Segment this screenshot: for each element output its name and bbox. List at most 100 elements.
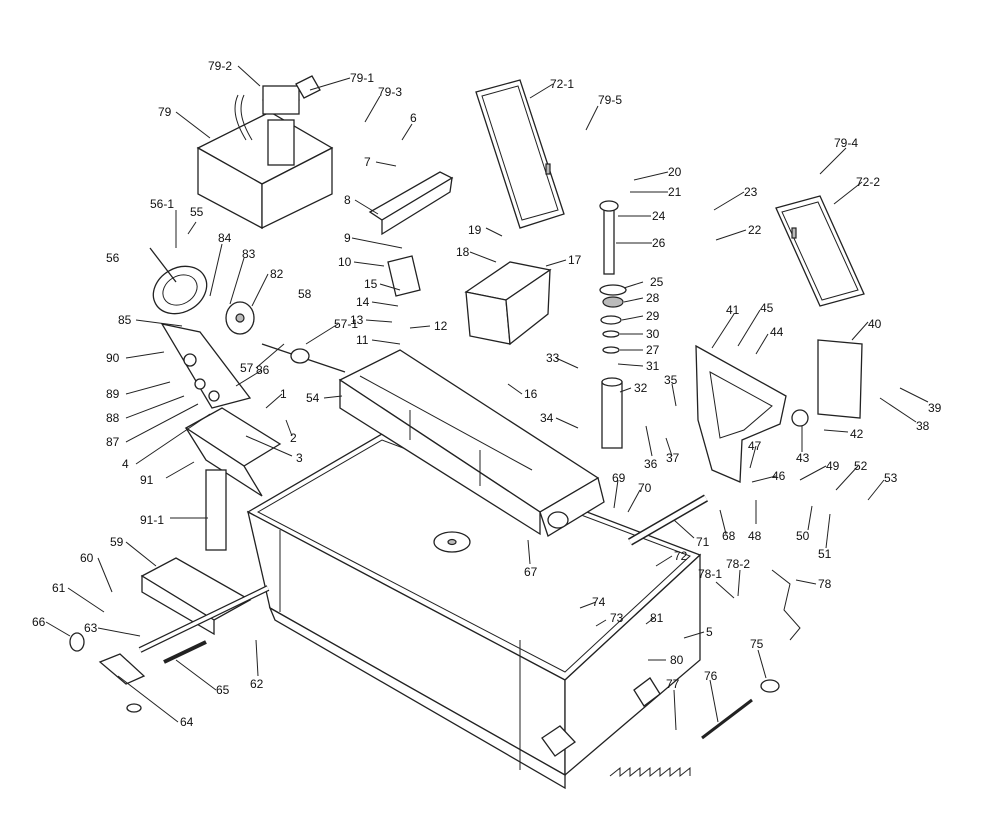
callout-labels: 79-2 79-1 79-3 79 6 7 8 72-1 79-5 20 21 … (32, 59, 942, 729)
callout-79-5: 79-5 (598, 93, 622, 107)
shaft-71 (627, 494, 709, 546)
callout-79-4: 79-4 (834, 136, 858, 150)
callout-68: 68 (722, 529, 736, 543)
callout-42: 42 (850, 427, 864, 441)
callout-65: 65 (216, 683, 230, 697)
callout-12: 12 (434, 319, 448, 333)
callout-8: 8 (344, 193, 351, 207)
callout-22: 22 (748, 223, 762, 237)
callout-35: 35 (664, 373, 678, 387)
callout-55: 55 (190, 205, 204, 219)
callout-71: 71 (696, 535, 710, 549)
callout-53: 53 (884, 471, 898, 485)
callout-79-3: 79-3 (378, 85, 402, 99)
callout-78-1: 78-1 (698, 567, 722, 581)
callout-49: 49 (826, 459, 840, 473)
callout-63: 63 (84, 621, 98, 635)
callout-78-2: 78-2 (726, 557, 750, 571)
callout-81: 81 (650, 611, 664, 625)
callout-34: 34 (540, 411, 554, 425)
callout-67: 67 (524, 565, 538, 579)
coolant-tank (196, 75, 334, 230)
foot-assembly (69, 557, 270, 713)
callout-60: 60 (80, 551, 94, 565)
callout-87: 87 (106, 435, 120, 449)
callout-10: 10 (338, 255, 352, 269)
callout-14: 14 (356, 295, 370, 309)
callout-4: 4 (122, 457, 129, 471)
callout-44: 44 (770, 325, 784, 339)
callout-83: 83 (242, 247, 256, 261)
callout-90: 90 (106, 351, 120, 365)
callout-6: 6 (410, 111, 417, 125)
callout-39: 39 (928, 401, 942, 415)
callout-24: 24 (652, 209, 666, 223)
callout-31: 31 (646, 359, 660, 373)
base-stand (246, 433, 702, 790)
callout-58: 58 (298, 287, 312, 301)
callout-28: 28 (646, 291, 660, 305)
callout-64: 64 (180, 715, 194, 729)
callout-91-1: 91-1 (140, 513, 164, 527)
callout-76: 76 (704, 669, 718, 683)
callout-29: 29 (646, 309, 660, 323)
leader-lines (45, 65, 929, 731)
callout-72-2: 72-2 (856, 175, 880, 189)
callout-88: 88 (106, 411, 120, 425)
callout-50: 50 (796, 529, 810, 543)
callout-78: 78 (818, 577, 832, 591)
callout-52: 52 (854, 459, 868, 473)
callout-3: 3 (296, 451, 303, 465)
callout-48: 48 (748, 529, 762, 543)
callout-33: 33 (546, 351, 560, 365)
callout-46: 46 (772, 469, 786, 483)
callout-26: 26 (652, 236, 666, 250)
callout-62: 62 (250, 677, 264, 691)
handwheel (149, 247, 255, 335)
callout-91: 91 (140, 473, 154, 487)
callout-25: 25 (650, 275, 664, 289)
callout-85: 85 (118, 313, 132, 327)
callout-79: 79 (158, 105, 172, 119)
callout-19: 19 (468, 223, 482, 237)
spring-and-rod (609, 569, 801, 778)
callout-32: 32 (634, 381, 648, 395)
vise-jaw (368, 171, 552, 346)
callout-2: 2 (290, 431, 297, 445)
callout-47: 47 (748, 439, 762, 453)
callout-15: 15 (364, 277, 378, 291)
callout-89: 89 (106, 387, 120, 401)
callout-57: 57 (240, 361, 254, 375)
callout-59: 59 (110, 535, 124, 549)
callout-41: 41 (726, 303, 740, 317)
callout-51: 51 (818, 547, 832, 561)
callout-16: 16 (524, 387, 538, 401)
callout-20: 20 (668, 165, 682, 179)
callout-37: 37 (666, 451, 680, 465)
callout-77: 77 (666, 677, 680, 691)
door-72-1 (475, 79, 565, 229)
callout-13: 13 (350, 313, 364, 327)
callout-79-1: 79-1 (350, 71, 374, 85)
callout-7: 7 (364, 155, 371, 169)
callout-38: 38 (916, 419, 930, 433)
callout-73: 73 (610, 611, 624, 625)
callout-75: 75 (750, 637, 764, 651)
callout-80: 80 (670, 653, 684, 667)
callout-56-1: 56-1 (150, 197, 174, 211)
callout-54: 54 (306, 391, 320, 405)
callout-86: 86 (256, 363, 270, 377)
callout-27: 27 (646, 343, 660, 357)
callout-69: 69 (612, 471, 626, 485)
callout-74: 74 (592, 595, 606, 609)
callout-43: 43 (796, 451, 810, 465)
callout-36: 36 (644, 457, 658, 471)
callout-23: 23 (744, 185, 758, 199)
callout-70: 70 (638, 481, 652, 495)
callout-11: 11 (356, 333, 369, 347)
callout-66: 66 (32, 615, 46, 629)
callout-45: 45 (760, 301, 774, 315)
callout-17: 17 (568, 253, 582, 267)
control-box (160, 323, 282, 551)
